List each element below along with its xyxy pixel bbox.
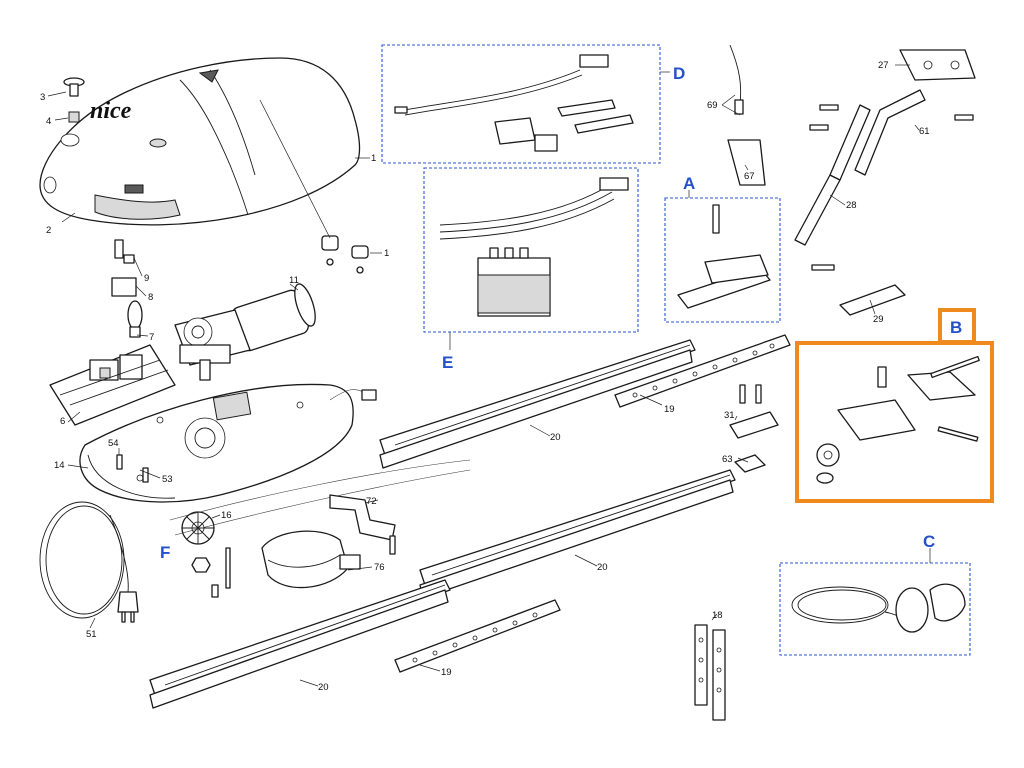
group-label-b: B (950, 318, 962, 337)
group-label-box-b (938, 308, 976, 344)
part-number-61: 61 (919, 126, 930, 137)
part-number-14: 14 (54, 460, 65, 471)
part-number-63: 63 (722, 454, 733, 465)
rail-lower (149, 579, 451, 709)
part-number-7: 7 (149, 332, 154, 343)
perforated-bar-upper (614, 334, 791, 408)
end-plate (734, 454, 766, 473)
group-label-d: D (673, 64, 685, 83)
part-number-labels: 1 1 2 3 4 6 7 8 9 11 14 16 18 19 19 20 2… (40, 60, 930, 693)
brand-logo-text: nice (90, 98, 132, 124)
motor-cover: nice (39, 57, 361, 226)
rail-upper (379, 339, 696, 469)
part-number-4: 4 (46, 116, 51, 127)
group-d-parts (394, 54, 634, 152)
group-box-c (779, 562, 971, 656)
part-number-51: 51 (86, 629, 97, 640)
cover-knob (63, 77, 85, 123)
part-number-19-upper: 19 (664, 404, 675, 415)
slide-piece (839, 284, 906, 316)
power-cable (39, 501, 139, 623)
drive-chain-return (174, 469, 471, 536)
base-connector (361, 389, 377, 401)
group-label-f: F (160, 543, 170, 562)
group-label-e: E (442, 353, 453, 372)
part-number-6: 6 (60, 416, 65, 427)
vertical-brackets (694, 624, 726, 721)
part-number-3: 3 (40, 92, 45, 103)
part-number-29: 29 (873, 314, 884, 325)
group-box-a (664, 197, 781, 323)
part-number-69: 69 (707, 100, 718, 111)
lamp-bulb (127, 300, 143, 338)
part-number-11: 11 (289, 275, 299, 286)
bolts-right (809, 104, 974, 271)
mounting-bracket (329, 494, 396, 555)
group-label-a: A (683, 174, 695, 193)
part-number-1-clip: 1 (384, 248, 389, 259)
base-screws (116, 454, 149, 483)
control-board (49, 344, 176, 426)
group-e-parts (439, 177, 629, 317)
part-number-27: 27 (878, 60, 889, 71)
drive-chain (169, 459, 471, 521)
group-b-parts (816, 355, 980, 484)
part-number-19-lower: 19 (441, 667, 452, 678)
part-number-1-cover: 1 (371, 153, 376, 164)
part-number-16: 16 (221, 510, 232, 521)
part-number-20-upper: 20 (550, 432, 561, 443)
part-number-18: 18 (712, 610, 723, 621)
angle-bar (854, 89, 926, 176)
part-number-20-lower: 20 (318, 682, 329, 693)
part-number-20-middle: 20 (597, 562, 608, 573)
part-number-53: 53 (162, 474, 173, 485)
perforated-bar-lower (394, 599, 561, 673)
group-a-parts (677, 204, 771, 309)
sprocket-screws (191, 547, 231, 598)
group-box-e (423, 167, 639, 333)
group-labels: D E A B C F (160, 64, 962, 562)
part-number-2: 2 (46, 225, 51, 236)
rail-bracket (729, 384, 779, 439)
part-number-9: 9 (144, 273, 149, 284)
part-number-76: 76 (374, 562, 385, 573)
part-number-8: 8 (148, 292, 153, 303)
part-number-28: 28 (846, 200, 857, 211)
hanging-bar (794, 104, 871, 246)
lamp-holder (111, 239, 137, 297)
group-box-d (381, 44, 661, 164)
cover-clips (321, 235, 369, 274)
group-c-parts (791, 583, 966, 633)
gear-motor (174, 283, 316, 381)
part-number-54: 54 (108, 438, 119, 449)
group-label-c: C (923, 532, 935, 551)
release-handle (727, 44, 766, 186)
ceiling-bracket (899, 49, 976, 81)
part-number-72: 72 (366, 496, 377, 507)
group-box-b (795, 341, 994, 503)
rail-middle (419, 469, 736, 599)
drive-sprocket (181, 511, 215, 545)
chain-guard (261, 530, 361, 589)
part-number-31: 31 (724, 410, 735, 421)
leader-lines (47, 64, 931, 687)
part-number-67: 67 (744, 171, 755, 182)
